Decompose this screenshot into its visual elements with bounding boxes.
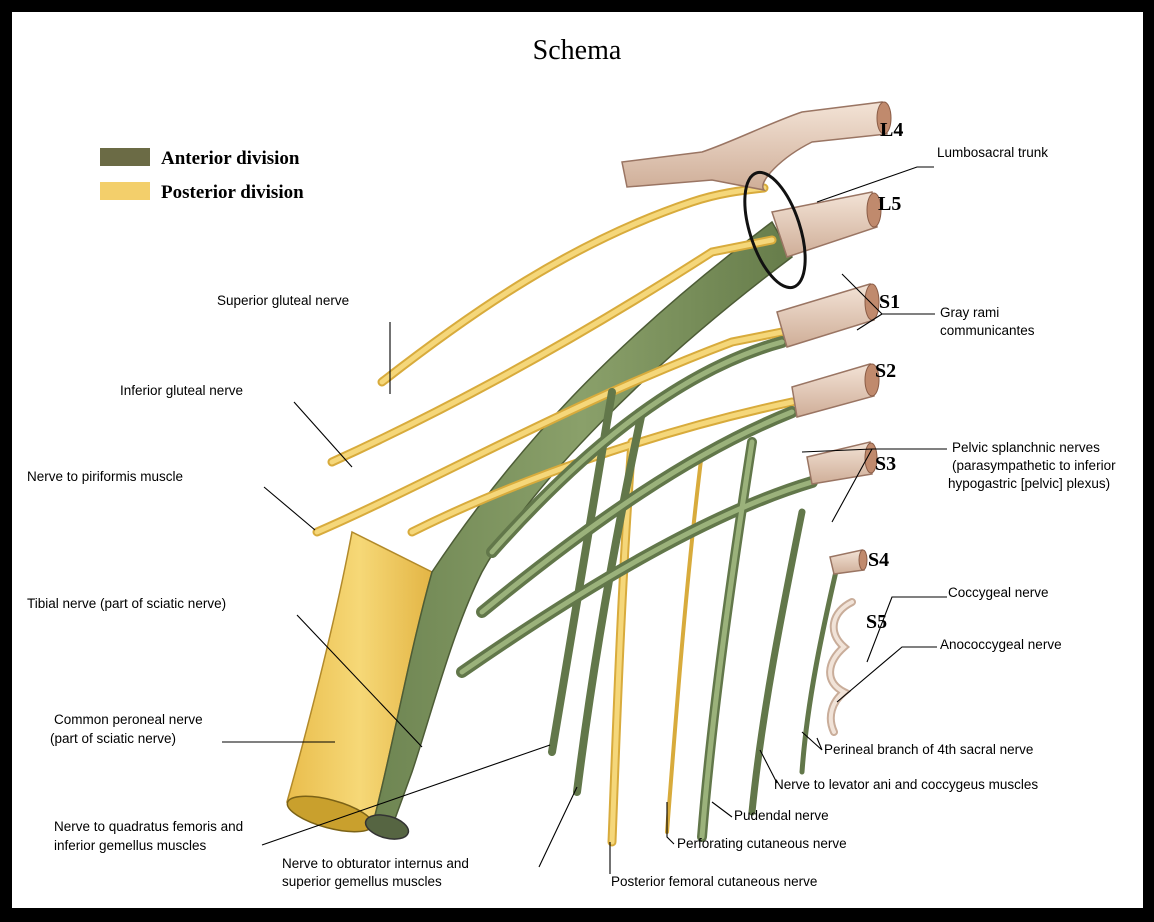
legend-swatch-anterior (100, 148, 150, 166)
label-levator-ani: Nerve to levator ani and coccygeus muscl… (774, 777, 1038, 792)
label-inferior-gluteal: Inferior gluteal nerve (120, 383, 243, 398)
label-common-peroneal-2: (part of sciatic nerve) (50, 731, 176, 746)
label-coccygeal: Coccygeal nerve (948, 585, 1049, 600)
sciatic-nerve (284, 222, 792, 843)
root-s3-shape (807, 442, 872, 484)
label-quadratus-1: Nerve to quadratus femoris and (54, 819, 243, 834)
label-gray-rami-1: Gray rami (940, 305, 999, 320)
root-s1-shape (777, 284, 874, 347)
label-superior-gluteal: Superior gluteal nerve (217, 293, 349, 308)
label-gray-rami-2: communicantes (940, 323, 1035, 338)
obturator-internus-branch (577, 412, 642, 792)
label-posterior-femoral: Posterior femoral cutaneous nerve (611, 874, 817, 889)
root-s1-cut (865, 284, 879, 320)
diagram-title: Schema (533, 35, 622, 66)
root-s2-shape (792, 364, 874, 417)
leader-coccygeal (867, 597, 947, 662)
legend-label-anterior: Anterior division (161, 148, 300, 169)
label-perforating: Perforating cutaneous nerve (677, 836, 847, 851)
root-label-s2: S2 (875, 360, 896, 382)
leader-pudendal (712, 802, 732, 817)
root-label-s5: S5 (866, 611, 887, 633)
root-label-l5: L5 (878, 193, 901, 215)
root-l4-shape (622, 102, 887, 190)
label-pelvic-splanchnic-1: Pelvic splanchnic nerves (952, 440, 1100, 455)
label-obturator-2: superior gemellus muscles (282, 874, 442, 889)
label-common-peroneal-1: Common peroneal nerve (54, 712, 203, 727)
spinal-roots (622, 102, 891, 732)
leader-anococcygeal (837, 647, 937, 702)
label-piriformis: Nerve to piriformis muscle (27, 469, 183, 484)
label-perineal-branch: Perineal branch of 4th sacral nerve (824, 742, 1033, 757)
leader-inferior-gluteal (294, 402, 352, 467)
label-pudendal: Pudendal nerve (734, 808, 829, 823)
label-pelvic-splanchnic-2: (parasympathetic to inferior (952, 458, 1116, 473)
leader-piriformis (264, 487, 315, 530)
legend-label-posterior: Posterior division (161, 182, 304, 203)
legend: Anterior division Posterior division (100, 148, 304, 203)
sacral-plexus-diagram: Schema Anterior division Posterior divis… (12, 12, 1143, 908)
label-pelvic-splanchnic-3: hypogastric [pelvic] plexus) (948, 476, 1110, 491)
label-lumbosacral-trunk: Lumbosacral trunk (937, 145, 1048, 160)
root-label-s3: S3 (875, 453, 896, 475)
label-obturator-1: Nerve to obturator internus and (282, 856, 469, 871)
label-anococcygeal: Anococcygeal nerve (940, 637, 1062, 652)
leader-obturator (539, 787, 577, 867)
root-s4-cut (859, 550, 867, 570)
root-l5-shape (772, 192, 877, 257)
root-label-l4: L4 (880, 119, 903, 141)
root-label-s4: S4 (868, 549, 889, 571)
label-tibial: Tibial nerve (part of sciatic nerve) (27, 596, 226, 611)
levator-ani-branch (752, 512, 802, 812)
label-quadratus-2: inferior gemellus muscles (54, 838, 207, 853)
diagram-frame: Schema Anterior division Posterior divis… (12, 12, 1143, 908)
root-label-s1: S1 (879, 291, 900, 313)
perforating-cutaneous-branch (667, 452, 702, 832)
legend-swatch-posterior (100, 182, 150, 200)
